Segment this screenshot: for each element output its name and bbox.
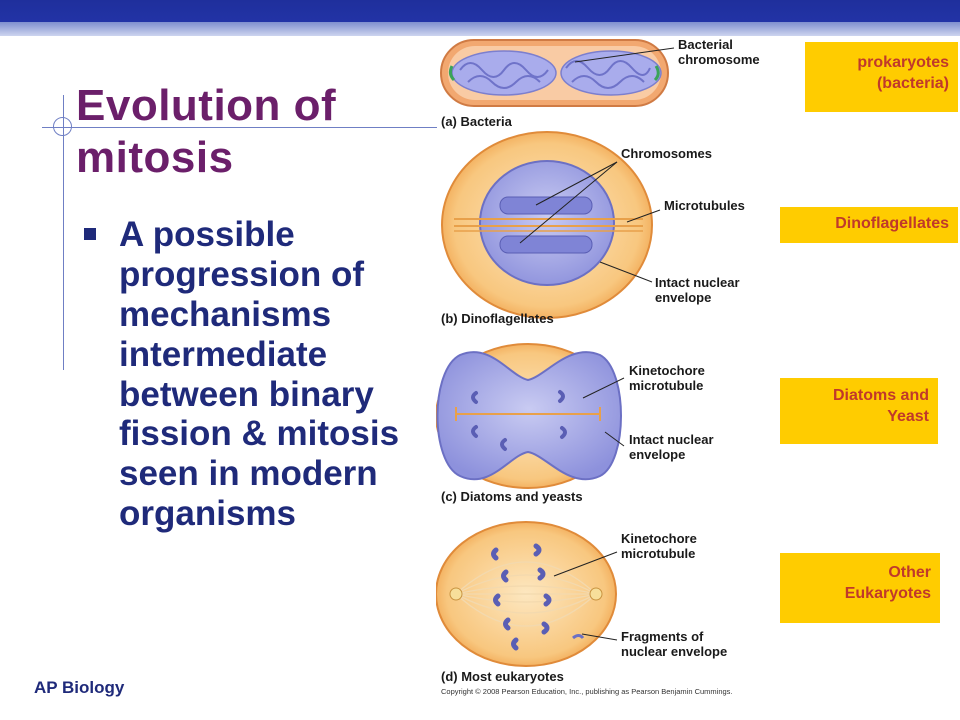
diatom-kinetochore-callout: Kinetochore microtubule [629, 363, 705, 393]
tag-dinoflagellates: Dinoflagellates [780, 207, 958, 243]
top-title-bar [0, 0, 960, 22]
bullet-text: A possible progression of mechanisms int… [119, 215, 400, 534]
eukaryote-kinetochore-callout: Kinetochore microtubule [621, 531, 697, 561]
top-gradient-strip [0, 22, 960, 36]
panel-label-bacteria: (a) Bacteria [441, 114, 512, 129]
microtubules-callout: Microtubules [664, 198, 745, 213]
tag-other-eukaryotes: Other Eukaryotes [780, 553, 940, 623]
bacteria-cell-illustration [440, 39, 675, 107]
tag-diatoms-yeast: Diatoms and Yeast [780, 378, 938, 444]
panel-label-diatoms: (c) Diatoms and yeasts [441, 489, 583, 504]
title-line-1: Evolution of [76, 81, 337, 130]
decor-vertical-line [63, 95, 64, 370]
panel-label-eukaryotes: (d) Most eukaryotes [441, 669, 564, 684]
dinoflagellate-cell-illustration [441, 131, 661, 319]
eukaryote-cell-illustration [436, 521, 618, 667]
bacteria-chromosome-callout: Bacterial chromosome [678, 37, 760, 67]
diatom-cell-illustration [436, 343, 625, 489]
chromosomes-callout: Chromosomes [621, 146, 713, 161]
decor-crosshair-circle [53, 117, 72, 136]
copyright-notice: Copyright © 2008 Pearson Education, Inc.… [441, 687, 733, 696]
panel-label-dinoflagellates: (b) Dinoflagellates [441, 311, 554, 326]
slide-title: Evolution of mitosis [76, 80, 436, 184]
nuclear-fragments-callout: Fragments of nuclear envelope [621, 629, 728, 659]
diatom-envelope-callout: Intact nuclear envelope [629, 432, 714, 462]
footer-course-label: AP Biology [34, 678, 125, 697]
mitosis-evolution-figure [436, 39, 675, 667]
title-line-2: mitosis [76, 132, 234, 182]
bullet-square-icon [84, 228, 96, 240]
decor-horizontal-line [42, 127, 437, 128]
tag-prokaryotes: prokaryotes (bacteria) [805, 42, 958, 112]
dinoflagellate-envelope-callout: Intact nuclear envelope [655, 275, 740, 305]
